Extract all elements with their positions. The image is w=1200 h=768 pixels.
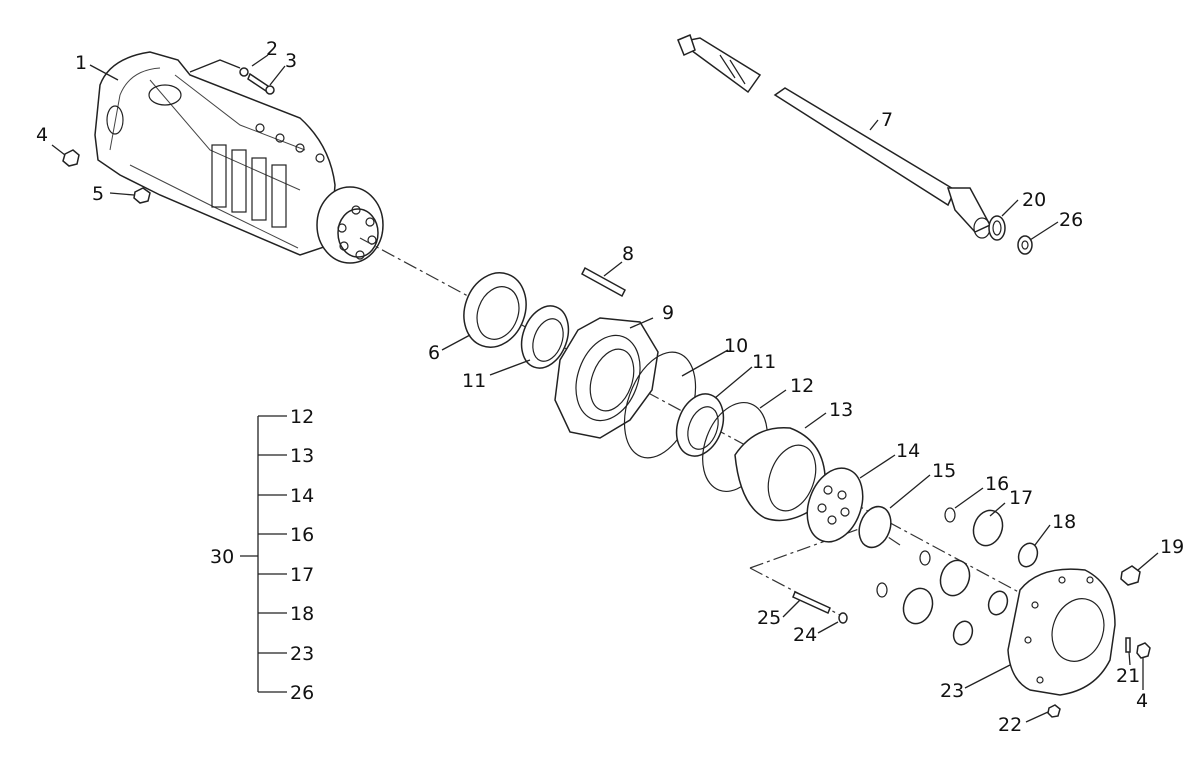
callout-26: 26 xyxy=(1059,209,1083,231)
leader-lines xyxy=(51,54,1159,723)
callout-11a: 11 xyxy=(462,370,486,392)
callout-9: 9 xyxy=(662,302,674,324)
kit-item: 13 xyxy=(290,445,314,467)
bolt-part-2-3 xyxy=(239,67,275,95)
callout-15: 15 xyxy=(932,460,956,482)
seal-part-6 xyxy=(463,272,527,348)
callout-12: 12 xyxy=(790,375,814,397)
nut-part-4 xyxy=(62,149,80,167)
ring-gear-part-13 xyxy=(734,426,826,522)
kit-item: 23 xyxy=(290,643,314,665)
kit-list: 30 12 13 14 16 17 18 23 26 xyxy=(210,406,314,704)
kit-item: 26 xyxy=(290,682,314,704)
washer-part-24 xyxy=(838,612,848,624)
kit-item: 14 xyxy=(290,485,314,507)
callout-22: 22 xyxy=(998,714,1022,736)
plug-part-19 xyxy=(1120,565,1141,586)
sun-gear-part-15 xyxy=(858,505,892,549)
washer-part-26 xyxy=(1017,235,1033,255)
callout-14: 14 xyxy=(896,440,920,462)
kit-item: 17 xyxy=(290,564,314,586)
callout-18: 18 xyxy=(1052,511,1076,533)
bearing-part-11a xyxy=(520,305,570,369)
hub-cover-part-23 xyxy=(1007,568,1116,696)
kit-item: 12 xyxy=(290,406,314,428)
callout-1: 1 xyxy=(75,52,87,74)
callout-7: 7 xyxy=(881,109,893,131)
callout-4b: 4 xyxy=(1136,690,1148,712)
kit-item: 18 xyxy=(290,603,314,625)
pin-part-8 xyxy=(581,266,626,298)
carrier-plate-part-14 xyxy=(806,467,864,543)
axle-housing-part-1 xyxy=(94,51,384,264)
callout-24: 24 xyxy=(793,624,817,646)
callout-20: 20 xyxy=(1022,189,1046,211)
pin-part-21 xyxy=(1125,637,1131,653)
callout-2: 2 xyxy=(266,38,278,60)
callout-19: 19 xyxy=(1160,536,1184,558)
callout-17: 17 xyxy=(1009,487,1033,509)
callout-25: 25 xyxy=(757,607,781,629)
callout-21: 21 xyxy=(1116,665,1140,687)
kit-item: 16 xyxy=(290,524,314,546)
callout-23: 23 xyxy=(940,680,964,702)
callout-6: 6 xyxy=(428,342,440,364)
ring-part-20 xyxy=(988,215,1006,241)
bushing-part-18 xyxy=(952,542,1039,646)
bolt-part-22 xyxy=(1047,704,1061,718)
callout-11b: 11 xyxy=(752,351,776,373)
hub-flange-part-9 xyxy=(554,317,659,439)
bearing-part-11b xyxy=(675,393,725,457)
nut-part-4b xyxy=(1136,642,1151,659)
callout-13: 13 xyxy=(829,399,853,421)
kit-label: 30 xyxy=(210,546,234,568)
callout-5: 5 xyxy=(92,183,104,205)
circlip-part-16 xyxy=(876,507,956,598)
planet-gear-part-17 xyxy=(902,509,1004,625)
callout-10: 10 xyxy=(724,335,748,357)
callout-16: 16 xyxy=(985,473,1009,495)
nut-part-5 xyxy=(133,187,151,204)
callout-3: 3 xyxy=(285,50,297,72)
pin-part-25 xyxy=(792,590,831,615)
callout-8: 8 xyxy=(622,243,634,265)
callout-4: 4 xyxy=(36,124,48,146)
callout-labels: 1 2 3 4 5 6 7 8 9 10 11 11 12 13 14 15 1… xyxy=(36,38,1184,736)
axle-shaft-part-7 xyxy=(677,33,992,239)
